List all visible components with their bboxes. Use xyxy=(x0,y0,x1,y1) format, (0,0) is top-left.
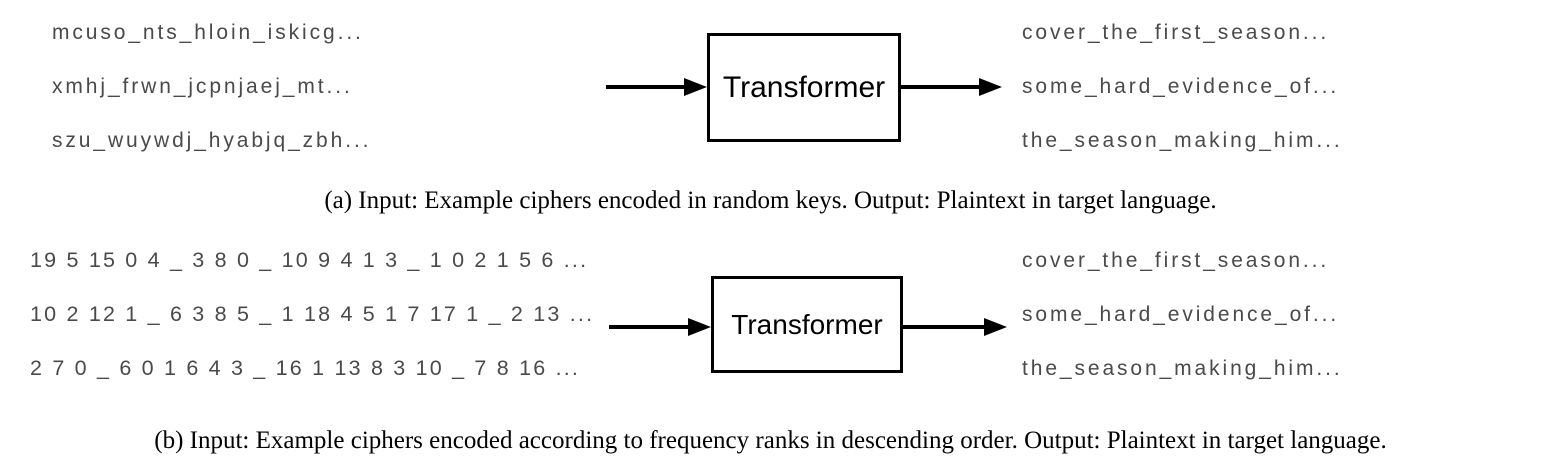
transformer-label: Transformer xyxy=(722,70,886,104)
input-arrow-icon xyxy=(609,317,711,337)
cipher-line: 10 2 12 1 _ 6 3 8 5 _ 1 18 4 5 1 7 17 1 … xyxy=(30,302,595,326)
plaintext-line: the_season_making_him... xyxy=(1022,129,1343,152)
plaintext-line: the_season_making_him... xyxy=(1022,357,1343,380)
plaintext-line: some_hard_evidence_of... xyxy=(1022,75,1340,98)
plaintext-line: cover_the_first_season... xyxy=(1022,21,1330,44)
cipher-line: xmhj_frwn_jcpnjaej_mt... xyxy=(52,75,353,98)
input-arrow-icon xyxy=(606,77,707,97)
panel-b-caption: (b) Input: Example ciphers encoded accor… xyxy=(154,427,1387,454)
panel-a: mcuso_nts_hloin_iskicg... xmhj_frwn_jcpn… xyxy=(0,0,1541,180)
panel-a-input-column: mcuso_nts_hloin_iskicg... xmhj_frwn_jcpn… xyxy=(52,0,592,180)
panel-a-caption: (a) Input: Example ciphers encoded in ra… xyxy=(324,187,1217,214)
panel-b-input-column: 19 5 15 0 4 _ 3 8 0 _ 10 9 4 1 3 _ 1 0 2… xyxy=(30,228,600,408)
plaintext-line: some_hard_evidence_of... xyxy=(1022,303,1340,326)
cipher-line: 2 7 0 _ 6 0 1 6 4 3 _ 16 1 13 8 3 10 _ 7… xyxy=(30,356,581,380)
cipher-line: szu_wuywdj_hyabjq_zbh... xyxy=(52,129,372,152)
panel-b-diagram: Transformer xyxy=(604,228,1014,408)
panel-a-diagram: Transformer xyxy=(600,0,1010,180)
plaintext-line: cover_the_first_season... xyxy=(1022,249,1330,272)
output-arrow-icon xyxy=(901,77,1002,97)
cipher-line: mcuso_nts_hloin_iskicg... xyxy=(52,21,364,44)
cipher-line: 19 5 15 0 4 _ 3 8 0 _ 10 9 4 1 3 _ 1 0 2… xyxy=(30,248,589,272)
transformer-block: Transformer xyxy=(711,276,903,373)
panel-b: 19 5 15 0 4 _ 3 8 0 _ 10 9 4 1 3 _ 1 0 2… xyxy=(0,228,1541,408)
panel-b-output-column: cover_the_first_season... some_hard_evid… xyxy=(1022,228,1522,408)
output-arrow-icon xyxy=(903,317,1007,337)
transformer-block: Transformer xyxy=(707,33,901,142)
transformer-label: Transformer xyxy=(731,308,883,340)
panel-a-output-column: cover_the_first_season... some_hard_evid… xyxy=(1022,0,1522,180)
